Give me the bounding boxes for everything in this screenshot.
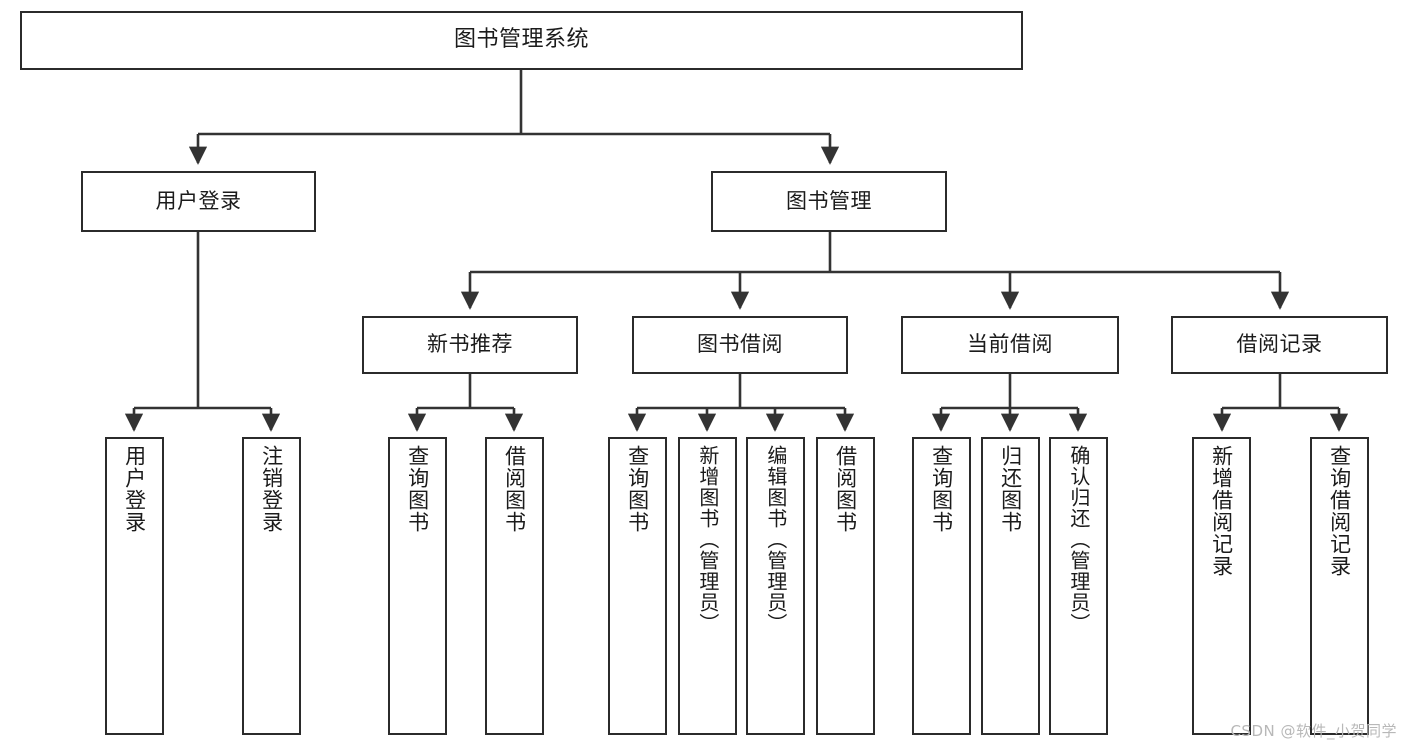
leaf-user-logout[interactable]: 注销登录 — [242, 437, 301, 735]
leaf-borrow-query-book[interactable]: 查询图书 — [608, 437, 667, 735]
node-label: 查询图书 — [929, 445, 954, 533]
node-new-book-recommend[interactable]: 新书推荐 — [362, 316, 578, 374]
node-borrow-record[interactable]: 借阅记录 — [1171, 316, 1388, 374]
node-label: 图书管理 — [786, 188, 872, 213]
node-label: 用户登录 — [122, 445, 147, 533]
leaf-current-confirm-return-admin[interactable]: 确认归还（管理员） — [1049, 437, 1108, 735]
node-label: 查询借阅记录 — [1327, 445, 1352, 577]
leaf-borrow-add-book-admin[interactable]: 新增图书（管理员） — [678, 437, 737, 735]
node-label: 新增借阅记录 — [1209, 445, 1234, 577]
node-label: 用户登录 — [155, 188, 242, 213]
leaf-user-login[interactable]: 用户登录 — [105, 437, 164, 735]
node-user-login[interactable]: 用户登录 — [81, 171, 316, 232]
node-book-management[interactable]: 图书管理 — [711, 171, 947, 232]
node-label: 注销登录 — [259, 445, 284, 533]
node-label: 确认归还（管理员） — [1066, 445, 1091, 634]
node-label: 查询图书 — [625, 445, 650, 533]
node-root-system[interactable]: 图书管理系统 — [20, 11, 1023, 70]
node-label: 归还图书 — [998, 445, 1023, 533]
leaf-borrow-edit-book-admin[interactable]: 编辑图书（管理员） — [746, 437, 805, 735]
node-current-borrow[interactable]: 当前借阅 — [901, 316, 1119, 374]
node-label: 当前借阅 — [967, 332, 1053, 357]
node-label: 查询图书 — [405, 445, 430, 533]
leaf-record-add-record[interactable]: 新增借阅记录 — [1192, 437, 1251, 735]
node-book-borrow[interactable]: 图书借阅 — [632, 316, 848, 374]
node-label: 图书借阅 — [697, 332, 783, 357]
node-label: 编辑图书（管理员） — [763, 445, 788, 634]
node-label: 新增图书（管理员） — [695, 445, 720, 634]
node-label: 图书管理系统 — [453, 27, 589, 53]
leaf-borrow-borrow-book[interactable]: 借阅图书 — [816, 437, 875, 735]
node-label: 借阅图书 — [833, 445, 858, 533]
leaf-current-return-book[interactable]: 归还图书 — [981, 437, 1040, 735]
node-label: 新书推荐 — [427, 332, 513, 357]
node-label: 借阅记录 — [1236, 332, 1323, 357]
leaf-recommend-borrow-book[interactable]: 借阅图书 — [485, 437, 544, 735]
leaf-record-query-record[interactable]: 查询借阅记录 — [1310, 437, 1369, 735]
node-label: 借阅图书 — [502, 445, 527, 533]
leaf-recommend-query-book[interactable]: 查询图书 — [388, 437, 447, 735]
watermark: CSDN @软件_小贺同学 — [1230, 722, 1397, 740]
leaf-current-query-book[interactable]: 查询图书 — [912, 437, 971, 735]
